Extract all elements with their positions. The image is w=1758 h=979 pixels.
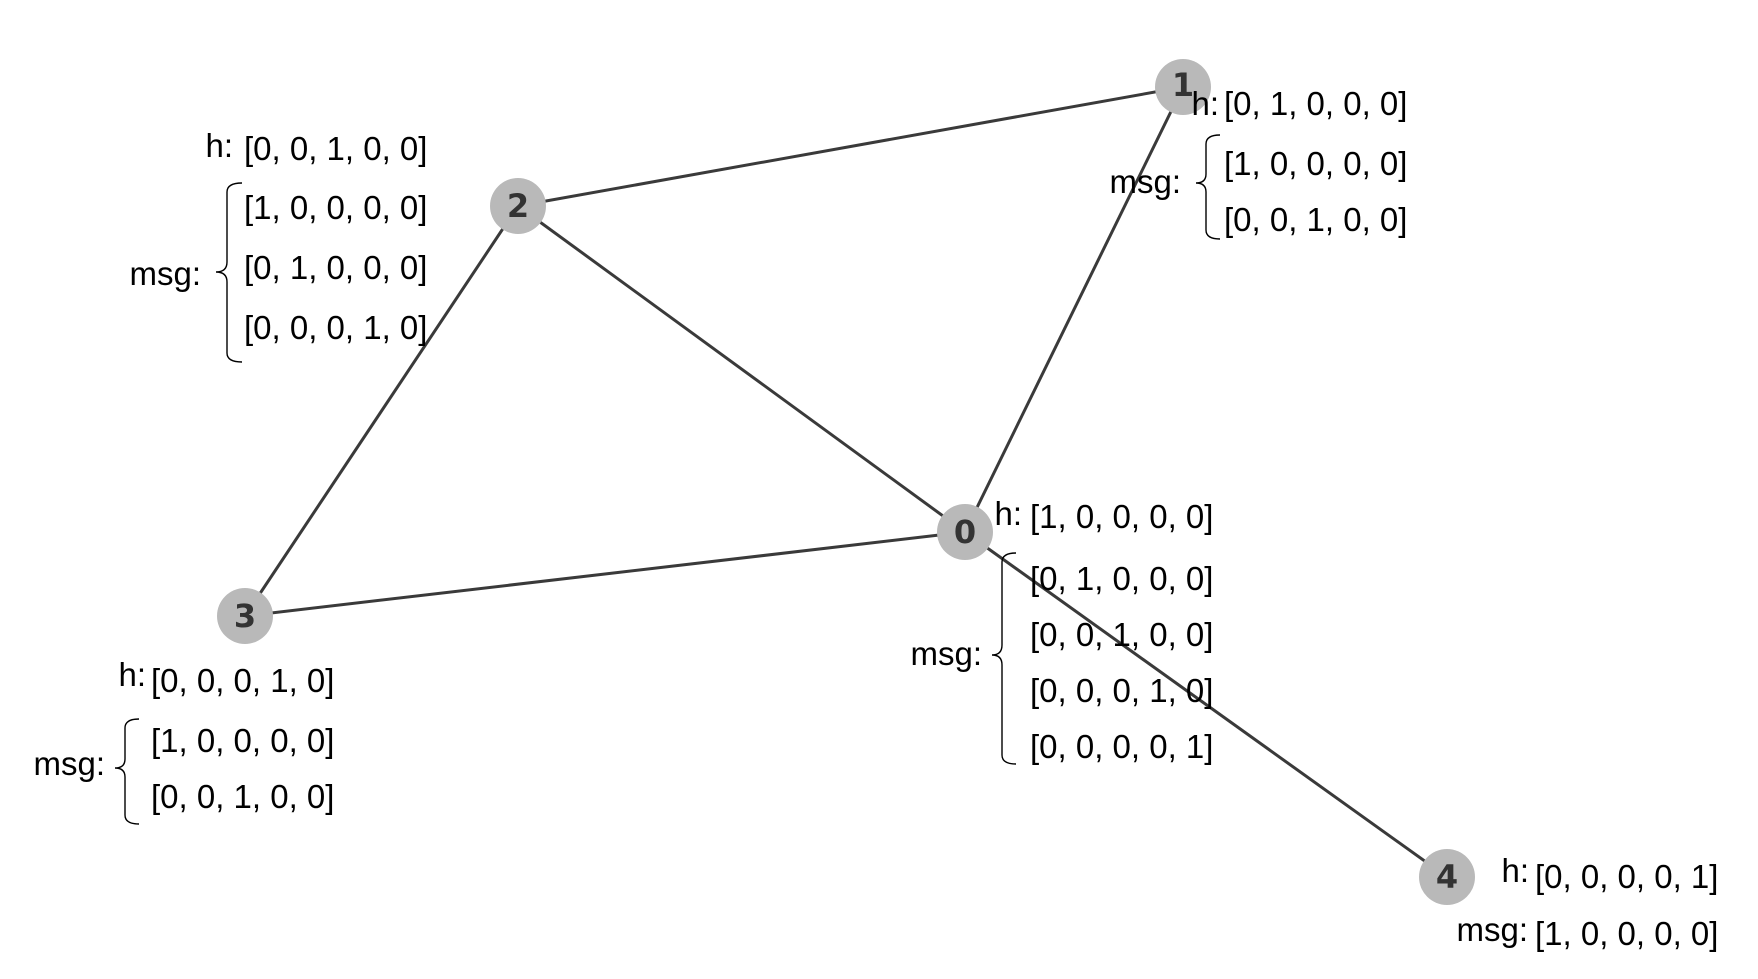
node-1-msg-label: msg: — [1109, 163, 1181, 200]
node-2-msg-brace — [215, 182, 243, 363]
node-0-msg-0: [0, 1, 0, 0, 0] — [1030, 560, 1213, 597]
node-4-h-value: [0, 0, 0, 0, 1] — [1535, 858, 1718, 895]
node-2-annotation: h: [0, 0, 1, 0, 0] msg: [1, 0, 0, 0, 0] … — [129, 127, 427, 363]
node-3-h-value: [0, 0, 0, 1, 0] — [151, 662, 334, 699]
node-1-msg-brace — [1195, 134, 1221, 240]
node-0-h-value: [1, 0, 0, 0, 0] — [1030, 498, 1213, 535]
node-1-msg-0: [1, 0, 0, 0, 0] — [1224, 145, 1407, 182]
node-4-msg-label: msg: — [1456, 911, 1528, 948]
edge-3-0 — [244, 530, 966, 618]
node-2-label: 2 — [507, 187, 529, 225]
node-0-h-label: h: — [994, 495, 1022, 532]
node-2: 2 — [490, 178, 546, 234]
node-0-label: 0 — [954, 513, 976, 551]
node-0-msg-3: [0, 0, 0, 0, 1] — [1030, 728, 1213, 765]
node-4-h-label: h: — [1501, 852, 1529, 889]
node-2-msg-2: [0, 0, 0, 1, 0] — [244, 309, 427, 346]
node-2-msg-label: msg: — [129, 255, 201, 292]
edge-1-0 — [963, 86, 1185, 533]
node-3-label: 3 — [234, 597, 256, 635]
node-0-msg-brace — [991, 552, 1017, 765]
node-3-msg-brace — [114, 718, 140, 825]
node-1-h-label: h: — [1191, 85, 1219, 122]
edge-2-0 — [517, 204, 966, 534]
node-3-h-label: h: — [118, 656, 146, 693]
edge-0-4 — [964, 530, 1448, 879]
node-4-annotation: h: [0, 0, 0, 0, 1] msg: [1, 0, 0, 0, 0] — [1456, 852, 1718, 952]
node-3-msg-label: msg: — [33, 745, 105, 782]
node-2-msg-0: [1, 0, 0, 0, 0] — [244, 189, 427, 226]
node-3-msg-0: [1, 0, 0, 0, 0] — [151, 722, 334, 759]
node-4-label: 4 — [1436, 858, 1458, 896]
node-2-h-value: [0, 0, 1, 0, 0] — [244, 130, 427, 167]
node-1: 1 — [1155, 59, 1211, 115]
node-2-h-label: h: — [205, 127, 233, 164]
edge-2-3 — [243, 205, 520, 617]
node-1-h-value: [0, 1, 0, 0, 0] — [1224, 85, 1407, 122]
node-0-msg-2: [0, 0, 0, 1, 0] — [1030, 672, 1213, 709]
node-1-msg-1: [0, 0, 1, 0, 0] — [1224, 201, 1407, 238]
node-0-annotation: h: [1, 0, 0, 0, 0] msg: [0, 1, 0, 0, 0] … — [910, 495, 1213, 765]
edge-2-1 — [517, 85, 1184, 208]
edges — [243, 85, 1448, 879]
node-0: 0 — [937, 504, 993, 560]
node-2-msg-1: [0, 1, 0, 0, 0] — [244, 249, 427, 286]
node-3-annotation: h: [0, 0, 0, 1, 0] msg: [1, 0, 0, 0, 0] … — [33, 656, 334, 825]
node-0-msg-label: msg: — [910, 635, 982, 672]
node-4: 4 — [1419, 849, 1475, 905]
node-0-msg-1: [0, 0, 1, 0, 0] — [1030, 616, 1213, 653]
node-1-annotation: h: [0, 1, 0, 0, 0] msg: [1, 0, 0, 0, 0] … — [1109, 85, 1407, 240]
node-3-msg-1: [0, 0, 1, 0, 0] — [151, 778, 334, 815]
node-1-label: 1 — [1172, 66, 1194, 104]
node-4-msg-0: [1, 0, 0, 0, 0] — [1535, 915, 1718, 952]
node-3: 3 — [217, 588, 273, 644]
